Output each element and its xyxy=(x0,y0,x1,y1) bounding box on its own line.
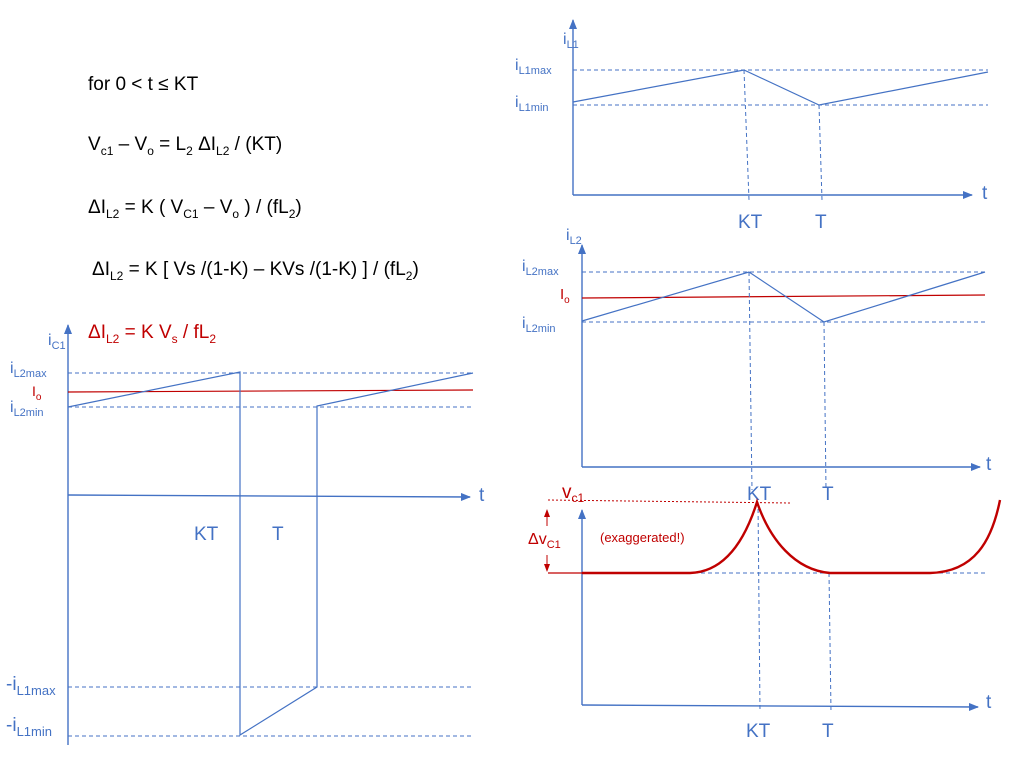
il1-kt-label: KT xyxy=(738,212,763,233)
equation-interval: for 0 < t ≤ KT xyxy=(88,74,199,95)
vc1-kt-label: KT xyxy=(746,721,771,742)
il2-io-line xyxy=(581,294,986,299)
vc1-waveform xyxy=(582,498,1002,575)
il2-min-label: iL2min xyxy=(522,315,556,335)
ic1-io-label: Io xyxy=(32,383,42,403)
il1-t-guide xyxy=(818,104,823,201)
vc1-t-label: T xyxy=(822,721,834,742)
ic1-ylabel: iC1 xyxy=(48,332,66,352)
ic1-t-label: T xyxy=(272,524,284,545)
vc1-t-guide xyxy=(828,572,832,713)
equation-delta-il2-a: ΔIL2 = K ( VC1 – Vo ) / (fL2) xyxy=(88,197,302,221)
il2-kt-guide xyxy=(748,271,753,491)
ic1-min-label: iL2min xyxy=(10,399,44,419)
vc1-kt-guide xyxy=(757,501,761,713)
il2-kt-label: KT xyxy=(747,484,772,505)
ic1-kt-label: KT xyxy=(194,524,219,545)
vc1-ylabel: vc1 xyxy=(562,482,585,505)
ic1-waveform xyxy=(67,371,474,737)
plot-il2: iL2 iL2max Io iL2min t KT T xyxy=(522,227,992,505)
il2-max-label: iL2max xyxy=(522,258,559,278)
ic1-neg-min-label: -iL1min xyxy=(6,715,52,739)
il2-xlabel: t xyxy=(986,454,992,475)
il1-max-label: iL1max xyxy=(515,57,552,77)
il1-t-label: T xyxy=(815,212,827,233)
vc1-x-axis xyxy=(581,702,979,711)
vc1-delta-label: ΔvC1 xyxy=(528,531,561,551)
il2-t-label: T xyxy=(822,484,834,505)
il1-ylabel: iL1 xyxy=(563,31,579,51)
il2-waveform xyxy=(581,271,986,323)
ic1-xlabel: t xyxy=(479,485,485,506)
ic1-io-line xyxy=(67,389,474,393)
ic1-x-axis xyxy=(67,492,471,501)
plot-ic1: iC1 iL2max Io iL2min -iL1max -iL1min t K… xyxy=(6,324,485,745)
vc1-peak-guide xyxy=(547,499,791,504)
il1-min-label: iL1min xyxy=(515,94,549,114)
il2-t-guide xyxy=(823,321,827,491)
ic1-neg-max-label: -iL1max xyxy=(6,674,56,698)
plot-il1: iL1 iL1max iL1min t KT T xyxy=(515,19,989,233)
il2-io-label: Io xyxy=(560,286,570,306)
vc1-xlabel: t xyxy=(986,692,992,713)
vc1-note: (exaggerated!) xyxy=(600,530,685,545)
plot-vc1: vc1 ΔvC1 (exaggerated!) t KT T xyxy=(528,482,1002,742)
equation-delta-il2-result: ΔIL2 = K Vs / fL2 xyxy=(88,322,216,346)
il1-xlabel: t xyxy=(982,183,988,204)
equation-vc1-minus-vo: Vc1 – Vo = L2 ΔIL2 / (KT) xyxy=(88,134,283,158)
il1-kt-guide xyxy=(743,69,750,201)
il1-waveform xyxy=(572,69,989,106)
ic1-max-label: iL2max xyxy=(10,360,47,380)
equation-delta-il2-b: ΔIL2 = K [ Vs /(1-K) – KVs /(1-K) ] / (f… xyxy=(92,259,419,283)
il2-ylabel: iL2 xyxy=(566,227,582,247)
